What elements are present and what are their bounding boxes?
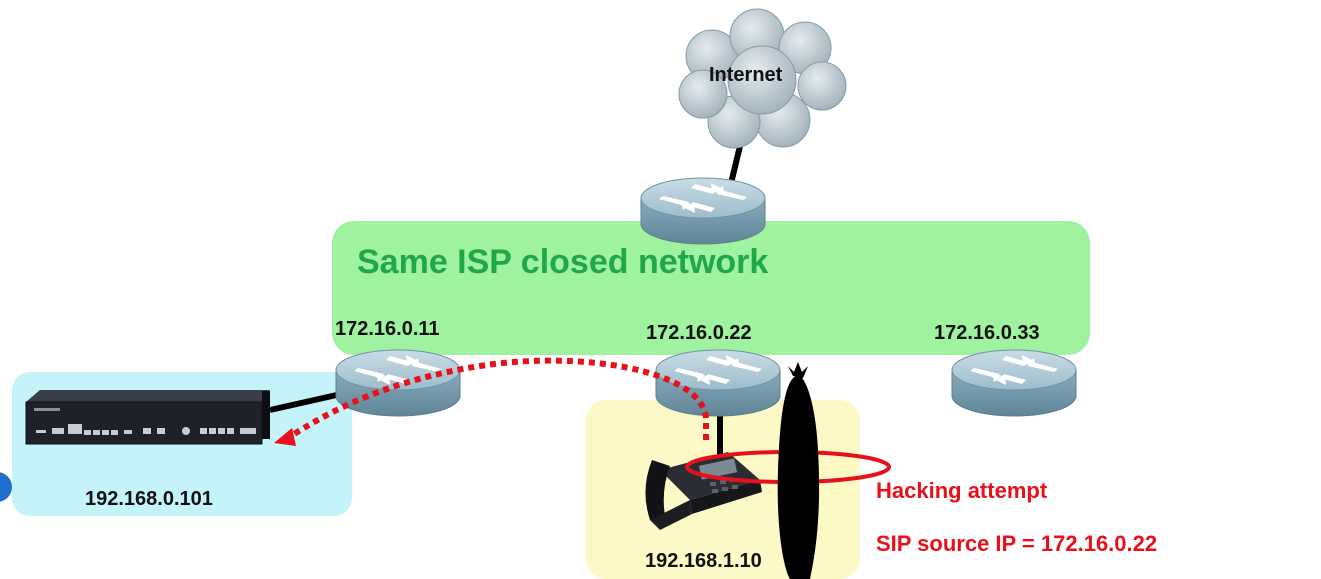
router-icon-3 <box>951 349 1077 417</box>
phone-ip-label: 192.168.1.10 <box>645 550 762 572</box>
isp-network-label: Same ISP closed network <box>357 243 769 281</box>
router-ip-label-2: 172.16.0.22 <box>646 322 752 344</box>
intruder-silhouette-icon <box>777 376 820 579</box>
pbx-ip-label: 192.168.0.101 <box>85 488 213 510</box>
attack-path <box>283 357 709 443</box>
attack-arrowhead <box>274 428 296 446</box>
router-ip-label-3: 172.16.0.33 <box>934 322 1040 344</box>
offscreen-marker <box>0 472 12 502</box>
internet-cloud-icon <box>678 8 847 149</box>
router-ip-label-1: 172.16.0.11 <box>335 318 440 340</box>
hacking-attempt-label: Hacking attempt <box>876 478 1048 503</box>
ip-phone-icon <box>645 452 762 530</box>
sip-source-ip-label: SIP source IP = 172.16.0.22 <box>876 531 1158 556</box>
pbx-device-icon <box>25 390 270 445</box>
router-internet-gateway-icon <box>640 177 766 245</box>
internet-cloud-label: Internet <box>709 64 783 86</box>
